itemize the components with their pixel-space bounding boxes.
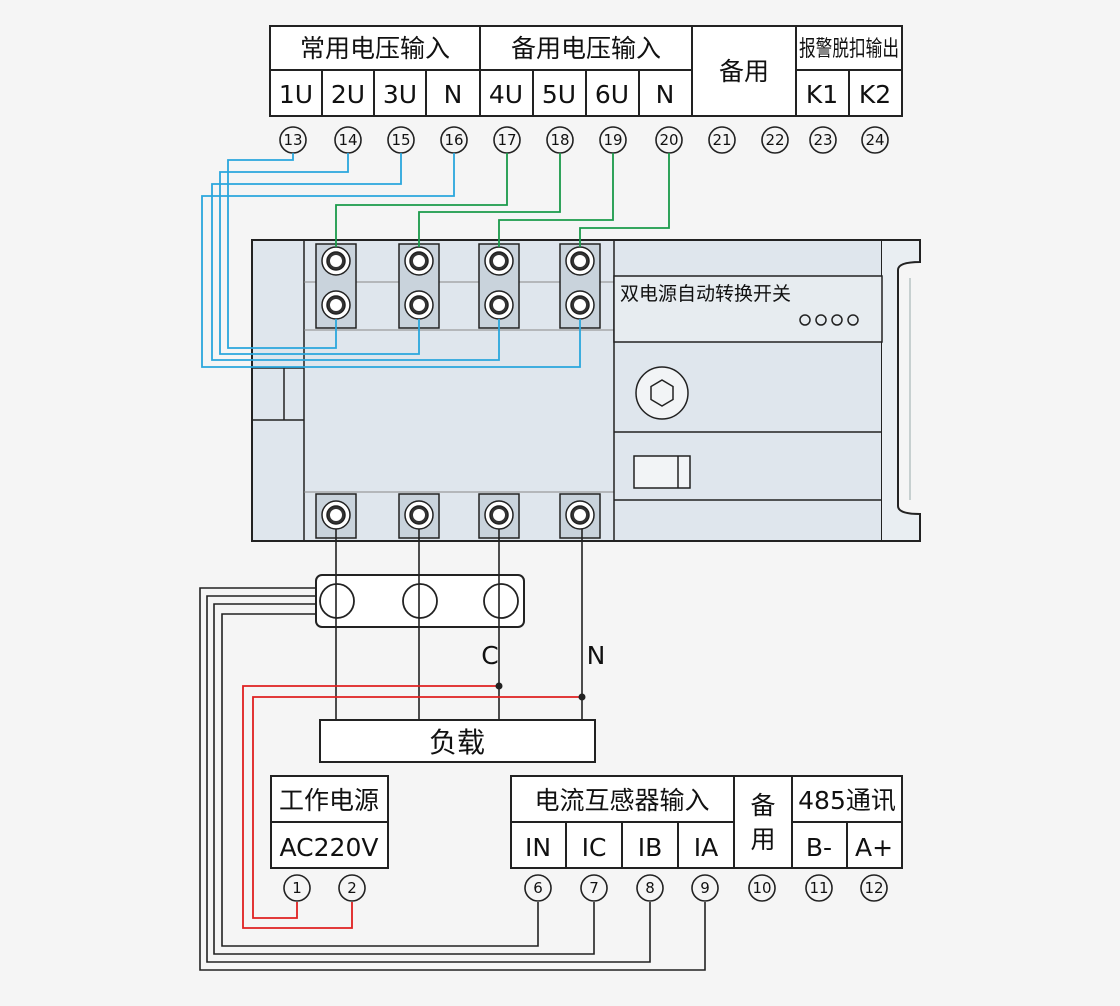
ct-terminal-ic: IC <box>582 833 607 862</box>
ct-terminal-in: IN <box>525 833 551 862</box>
standby-voltage-title: 备用电压输入 <box>511 34 661 63</box>
comm-title: 485通讯 <box>798 786 896 815</box>
terminal-4u: 4U <box>489 80 523 109</box>
working-power-table <box>270 775 389 869</box>
junction-c <box>495 682 503 690</box>
current-transformer-block <box>315 574 525 628</box>
terminal-number-24: 24 <box>865 131 884 149</box>
terminal-number-6: 6 <box>533 879 543 897</box>
phase-c-label: C <box>481 641 498 670</box>
top-terminal-table <box>269 25 903 117</box>
load-label: 负载 <box>429 726 485 759</box>
terminal-3u: 3U <box>383 80 417 109</box>
ct-terminal-ia: IA <box>694 833 718 862</box>
junction-n <box>578 693 586 701</box>
working-power-value: AC220V <box>280 833 379 862</box>
hexagon-knob-icon[interactable] <box>635 366 689 420</box>
top-terminal-numbers <box>279 126 889 154</box>
indicator-lights <box>799 314 859 326</box>
spare-label-bottom: 用 <box>750 825 775 854</box>
comm-terminal-b: B- <box>806 833 832 862</box>
terminal-number-22: 22 <box>765 131 784 149</box>
working-power-title: 工作电源 <box>279 786 379 815</box>
comm-terminal-a: A+ <box>855 833 893 862</box>
bottom-terminal-screws <box>315 493 601 539</box>
terminal-number-13: 13 <box>283 131 302 149</box>
terminal-6u: 6U <box>595 80 629 109</box>
terminal-number-21: 21 <box>712 131 731 149</box>
terminal-5u: 5U <box>542 80 576 109</box>
spare-label-top: 备 <box>750 791 775 820</box>
bottom-right-table <box>510 775 903 869</box>
bottom-right-numbers <box>524 874 888 902</box>
terminal-number-10: 10 <box>752 879 771 897</box>
standby-voltage-wires <box>335 153 670 247</box>
normal-voltage-title: 常用电压输入 <box>300 34 450 63</box>
terminal-number-19: 19 <box>603 131 622 149</box>
terminal-number-1: 1 <box>292 879 302 897</box>
terminal-number-20: 20 <box>659 131 678 149</box>
neutral-label: N <box>587 641 606 670</box>
terminal-1u: 1U <box>279 80 313 109</box>
terminal-number-16: 16 <box>444 131 463 149</box>
terminal-k2: K2 <box>859 80 891 109</box>
terminal-number-14: 14 <box>338 131 357 149</box>
terminal-number-11: 11 <box>809 879 828 897</box>
device-title: 双电源自动转换开关 <box>620 283 791 305</box>
power-supply-wires <box>242 685 582 929</box>
terminal-number-18: 18 <box>550 131 569 149</box>
handle-slot-icon[interactable] <box>633 455 691 489</box>
alarm-output-title: 报警脱扣输出 <box>799 37 899 62</box>
terminal-number-7: 7 <box>589 879 599 897</box>
spare-title: 备用 <box>719 57 769 86</box>
bottom-left-numbers <box>283 874 366 902</box>
terminal-number-2: 2 <box>347 879 357 897</box>
normal-voltage-wires <box>201 153 581 368</box>
terminal-2u: 2U <box>331 80 365 109</box>
terminal-number-23: 23 <box>813 131 832 149</box>
terminal-n-normal: N <box>444 80 463 109</box>
load-box <box>319 719 596 763</box>
terminal-k1: K1 <box>806 80 838 109</box>
terminal-n-standby: N <box>656 80 675 109</box>
terminal-number-9: 9 <box>700 879 710 897</box>
terminal-number-17: 17 <box>497 131 516 149</box>
terminal-number-15: 15 <box>391 131 410 149</box>
ct-terminal-ib: IB <box>638 833 663 862</box>
ct-secondary-wires <box>199 587 706 971</box>
terminal-number-12: 12 <box>864 879 883 897</box>
terminal-number-8: 8 <box>645 879 655 897</box>
ct-input-title: 电流互感器输入 <box>534 786 709 815</box>
